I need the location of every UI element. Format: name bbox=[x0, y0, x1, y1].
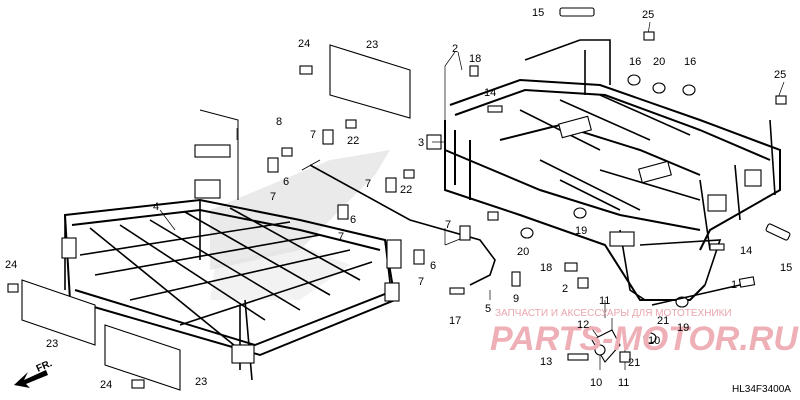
callout-8: 8 bbox=[276, 116, 282, 128]
grommets bbox=[520, 74, 696, 344]
panel-23-top bbox=[329, 44, 411, 119]
callout-25: 25 bbox=[642, 9, 654, 21]
callout-20b: 20 bbox=[517, 246, 529, 258]
callout-11: 11 bbox=[599, 295, 610, 307]
callout-7b: 7 bbox=[270, 191, 276, 203]
panel-23-left bbox=[21, 279, 96, 346]
callout-2: 2 bbox=[452, 43, 458, 55]
watermark: ЗАПЧАСТИ И АКСЕССУАРЫ ДЛЯ МОТОТЕХНИКИ PA… bbox=[490, 308, 799, 358]
callout-18: 18 bbox=[469, 53, 481, 65]
callout-22: 22 bbox=[347, 135, 359, 147]
callout-7c: 7 bbox=[365, 178, 371, 190]
front-direction-arrow: FR. bbox=[14, 358, 54, 388]
callout-6b: 6 bbox=[350, 214, 356, 226]
callout-23c: 23 bbox=[195, 376, 207, 388]
fr-label: FR. bbox=[35, 358, 54, 375]
callout-17: 17 bbox=[449, 315, 461, 327]
callout-24c: 24 bbox=[100, 379, 112, 391]
callout-18b: 18 bbox=[540, 262, 552, 274]
callout-7d: 7 bbox=[338, 231, 344, 243]
callout-7e: 7 bbox=[445, 219, 451, 231]
hinge-assembly bbox=[591, 276, 756, 363]
callout-2b: 2 bbox=[562, 283, 568, 295]
callout-7: 7 bbox=[310, 129, 316, 141]
callout-12: 12 bbox=[577, 319, 589, 331]
callout-3: 3 bbox=[418, 137, 424, 149]
callout-14b: 14 bbox=[740, 245, 752, 257]
diagram-code: HL34F3400A bbox=[732, 384, 791, 395]
callout-16b: 16 bbox=[684, 56, 696, 68]
callout-4: 4 bbox=[153, 201, 159, 213]
rod-5 bbox=[301, 159, 496, 286]
callout-5: 5 bbox=[485, 303, 491, 315]
callout-10: 10 bbox=[590, 377, 602, 389]
frame-left-4 bbox=[61, 109, 402, 381]
callout-9: 9 bbox=[513, 293, 519, 305]
callout-1: 1 bbox=[731, 279, 737, 291]
callout-21b: 21 bbox=[628, 357, 640, 369]
callout-11b: 11 bbox=[618, 377, 629, 389]
callout-22b: 22 bbox=[400, 184, 412, 196]
callout-25b: 25 bbox=[774, 69, 786, 81]
watermark-logo: PARTS-MOTOR.RU bbox=[490, 320, 799, 358]
callout-10b: 10 bbox=[648, 335, 660, 347]
bolts bbox=[7, 7, 791, 389]
frame-right-1 bbox=[426, 39, 781, 301]
callout-19b: 19 bbox=[677, 322, 689, 334]
callout-7f: 7 bbox=[418, 276, 424, 288]
callout-15: 15 bbox=[532, 7, 544, 19]
callout-14: 14 bbox=[484, 87, 496, 99]
callout-23b: 23 bbox=[46, 338, 58, 350]
panel-23-bottom bbox=[104, 324, 181, 391]
callout-19: 19 bbox=[575, 225, 587, 237]
callout-6c: 6 bbox=[430, 260, 436, 272]
callout-23: 23 bbox=[366, 39, 378, 51]
callout-20: 20 bbox=[653, 56, 665, 68]
callouts: 1 2 2 3 4 5 6 6 6 7 7 7 7 7 7 8 9 10 10 … bbox=[5, 7, 792, 391]
callout-21: 21 bbox=[657, 315, 669, 327]
clips bbox=[267, 129, 589, 289]
callout-24b: 24 bbox=[5, 259, 17, 271]
callout-16: 16 bbox=[629, 56, 641, 68]
callout-24: 24 bbox=[298, 38, 310, 50]
callout-6: 6 bbox=[283, 176, 289, 188]
watermark-text: ЗАПЧАСТИ И АКСЕССУАРЫ ДЛЯ МОТОТЕХНИКИ bbox=[495, 308, 732, 319]
callout-15b: 15 bbox=[780, 262, 792, 274]
callout-13: 13 bbox=[540, 356, 552, 368]
